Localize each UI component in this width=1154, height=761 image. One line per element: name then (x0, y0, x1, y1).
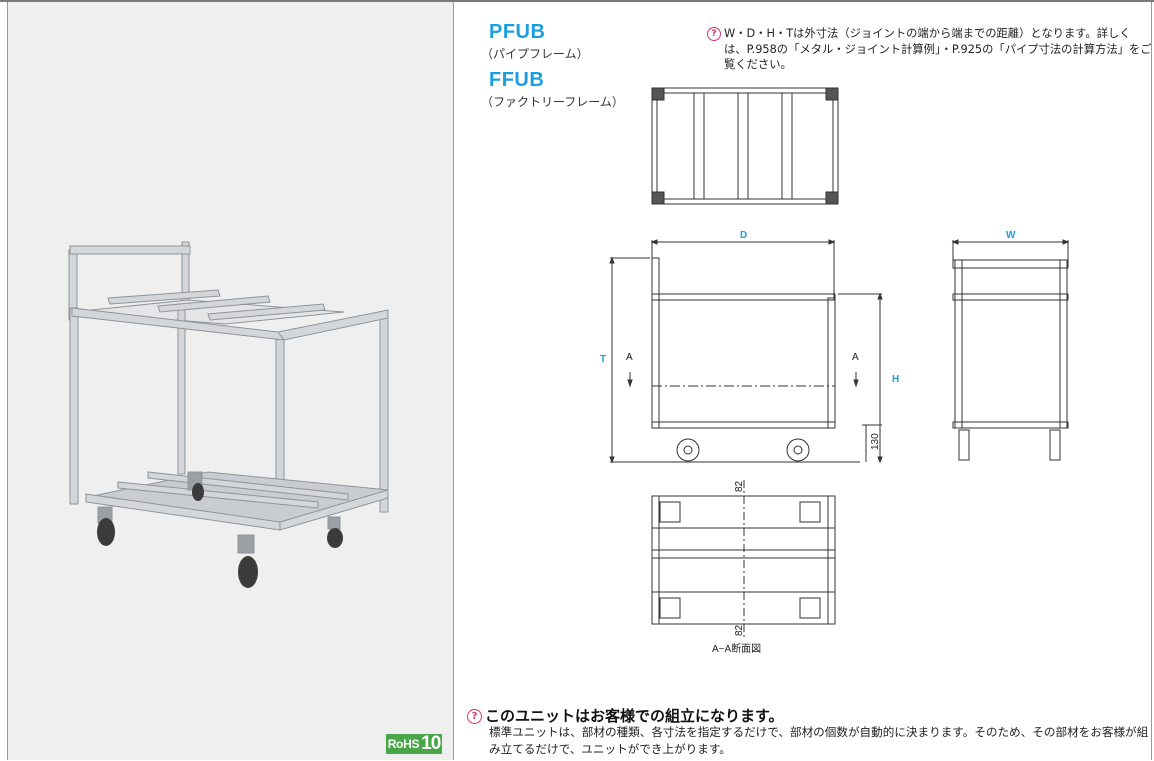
section-mark-a-left: A (626, 352, 633, 363)
hint-icon: ? (467, 709, 482, 724)
section-mark-a-right: A (852, 352, 859, 363)
dim-82-bottom: 82 (734, 624, 745, 636)
product-code-ffub: FFUB (489, 69, 545, 91)
assembly-note-heading: ?このユニットはお客様での組立になります。 (467, 705, 784, 726)
side-view (951, 239, 1070, 461)
section-view (651, 480, 836, 640)
technical-drawing: D W T H A A 130 82 82 A−A断面図 (600, 87, 1070, 655)
section-caption: A−A断面図 (712, 642, 761, 655)
assembly-note-heading-text: このユニットはお客様での組立になります。 (485, 707, 784, 725)
rohs-badge-number: 10 (421, 733, 441, 754)
product-name-ffub: （ファクトリーフレーム） (481, 95, 624, 109)
top-rule (0, 0, 1154, 2)
dim-label-h: H (892, 374, 899, 385)
dim-label-t: T (600, 354, 606, 365)
dim-label-w: W (1006, 230, 1016, 241)
rohs-badge-prefix: RoHS (387, 737, 420, 751)
right-rule (1151, 2, 1152, 760)
top-view (651, 87, 839, 205)
cart-product-photo (68, 241, 389, 588)
hint-icon: ? (707, 27, 721, 41)
product-code-pfub: PFUB (489, 21, 546, 43)
dimension-note-text: W・D・H・Tは外寸法（ジョイントの端から端までの距離）となります。詳しくは、P… (724, 27, 1152, 71)
dim-130: 130 (870, 433, 881, 450)
assembly-note-body: 標準ユニットは、部材の種類、各寸法を指定するだけで、部材の個数が自動的に決まりま… (489, 725, 1149, 756)
dim-82-top: 82 (734, 480, 745, 492)
front-view (609, 239, 883, 464)
product-name-pfub: （パイプフレーム） (481, 47, 589, 61)
dim-label-d: D (740, 230, 747, 241)
